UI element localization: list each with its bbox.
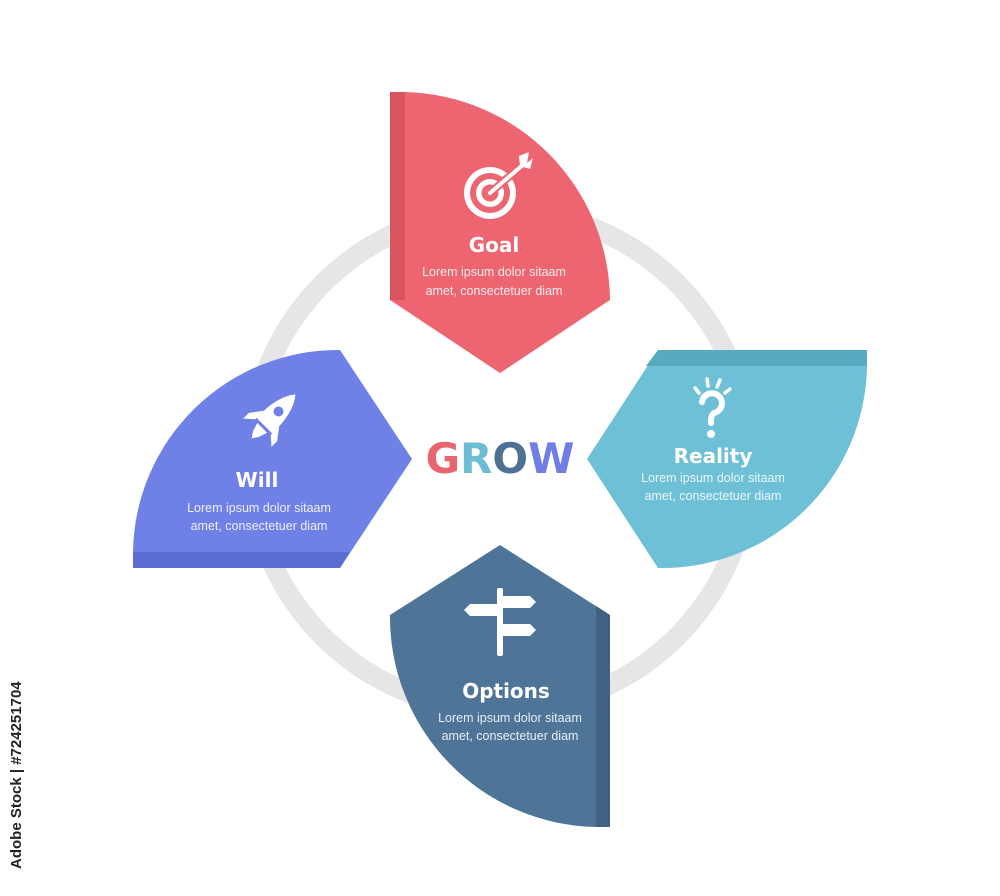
- question-icon: [693, 377, 732, 438]
- reality-shape: [587, 350, 867, 569]
- grow-letter-o: O: [492, 434, 528, 483]
- grow-letter-r: R: [460, 434, 492, 483]
- will-shape: [133, 349, 412, 568]
- goal-shade: [390, 92, 405, 300]
- will-text-line1: Lorem ipsum dolor sitaam: [187, 501, 331, 515]
- options-text-line1: Lorem ipsum dolor sitaam: [438, 711, 582, 725]
- rocket-icon: [243, 394, 296, 447]
- will-title: Will: [236, 468, 279, 492]
- options-text-line2: amet, consectetuer diam: [442, 729, 579, 743]
- target-icon: [464, 152, 533, 219]
- reality-shade: [646, 350, 867, 366]
- reality-text-line1: Lorem ipsum dolor sitaam: [641, 471, 785, 485]
- reality-text-line2: amet, consectetuer diam: [645, 489, 782, 503]
- goal-text-line2: amet, consectetuer diam: [426, 284, 563, 298]
- options-shade: [596, 606, 610, 827]
- goal-text-line1: Lorem ipsum dolor sitaam: [422, 265, 566, 279]
- signpost-icon: [464, 588, 536, 656]
- options-shape: [389, 545, 610, 827]
- will-shade: [133, 552, 350, 568]
- center-title: GROW: [426, 434, 575, 483]
- segment-goal: Goal Lorem ipsum dolor sitaam amet, cons…: [390, 92, 610, 373]
- goal-title: Goal: [469, 233, 520, 257]
- grow-letter-w: W: [528, 434, 574, 483]
- goal-shape: [390, 92, 610, 373]
- reality-title: Reality: [674, 444, 753, 468]
- segment-options: Options Lorem ipsum dolor sitaam amet, c…: [389, 545, 610, 827]
- stock-id-label: Adobe Stock | #724251704: [8, 681, 25, 869]
- options-title: Options: [462, 679, 550, 703]
- will-text-line2: amet, consectetuer diam: [191, 519, 328, 533]
- grow-letter-g: G: [426, 434, 460, 483]
- segment-reality: Reality Lorem ipsum dolor sitaam amet, c…: [587, 350, 867, 569]
- segment-will: Will Lorem ipsum dolor sitaam amet, cons…: [133, 349, 412, 568]
